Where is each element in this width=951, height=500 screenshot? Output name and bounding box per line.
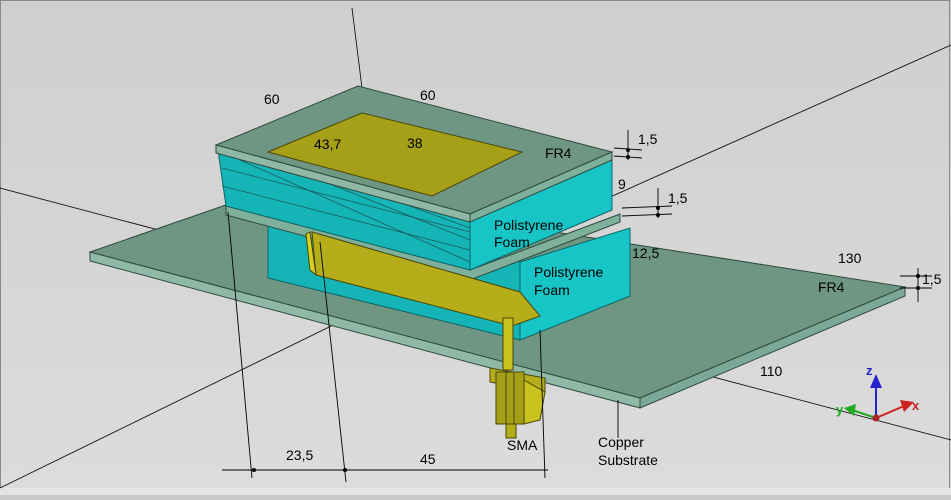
dim-foam-gap-lower: 12,5 <box>632 245 659 261</box>
dim-fr4-thickness-mid: 1,5 <box>668 190 688 206</box>
feed-strip[interactable] <box>305 231 541 327</box>
label-foam-upper-line2: Foam <box>494 234 530 250</box>
label-foam-lower-line2: Foam <box>534 282 570 298</box>
label-copper-line2: Substrate <box>598 452 658 468</box>
dim-top-length: 60 <box>264 91 280 107</box>
radiating-patch[interactable] <box>266 112 524 197</box>
upper-foam-block <box>217 149 613 271</box>
dim-ground-width: 110 <box>760 363 783 379</box>
axis-y-label: y <box>836 402 844 417</box>
label-sma: SMA <box>507 437 538 453</box>
label-foam-lower-line1: Polistyrene <box>534 264 603 280</box>
dim-ground-length: 130 <box>838 250 862 266</box>
dim-fr4-thickness-top: 1,5 <box>638 131 658 147</box>
label-fr4-ground: FR4 <box>818 279 845 295</box>
dimension-ticks <box>252 148 920 472</box>
dim-patch-width: 38 <box>407 135 423 151</box>
label-foam-upper-line1: Polistyrene <box>494 217 563 233</box>
dim-feed-offset: 23,5 <box>286 447 313 463</box>
axes-triad[interactable]: z x y <box>836 363 920 422</box>
axis-z-label: z <box>866 363 873 378</box>
label-copper-line1: Copper <box>598 434 644 450</box>
dim-top-width: 60 <box>420 87 436 103</box>
axis-x-label: x <box>912 398 920 413</box>
dim-patch-length: 43,7 <box>314 136 341 152</box>
sma-connector[interactable] <box>489 317 546 439</box>
annotations: 60 60 43,7 38 FR4 1,5 9 1,5 Polistyrene … <box>264 87 942 468</box>
dim-feed-length: 45 <box>420 451 436 467</box>
dim-ground-thickness: 1,5 <box>922 271 942 287</box>
dim-foam-gap-upper: 9 <box>618 176 626 192</box>
label-fr4-top: FR4 <box>545 145 572 161</box>
status-strip <box>0 488 951 495</box>
